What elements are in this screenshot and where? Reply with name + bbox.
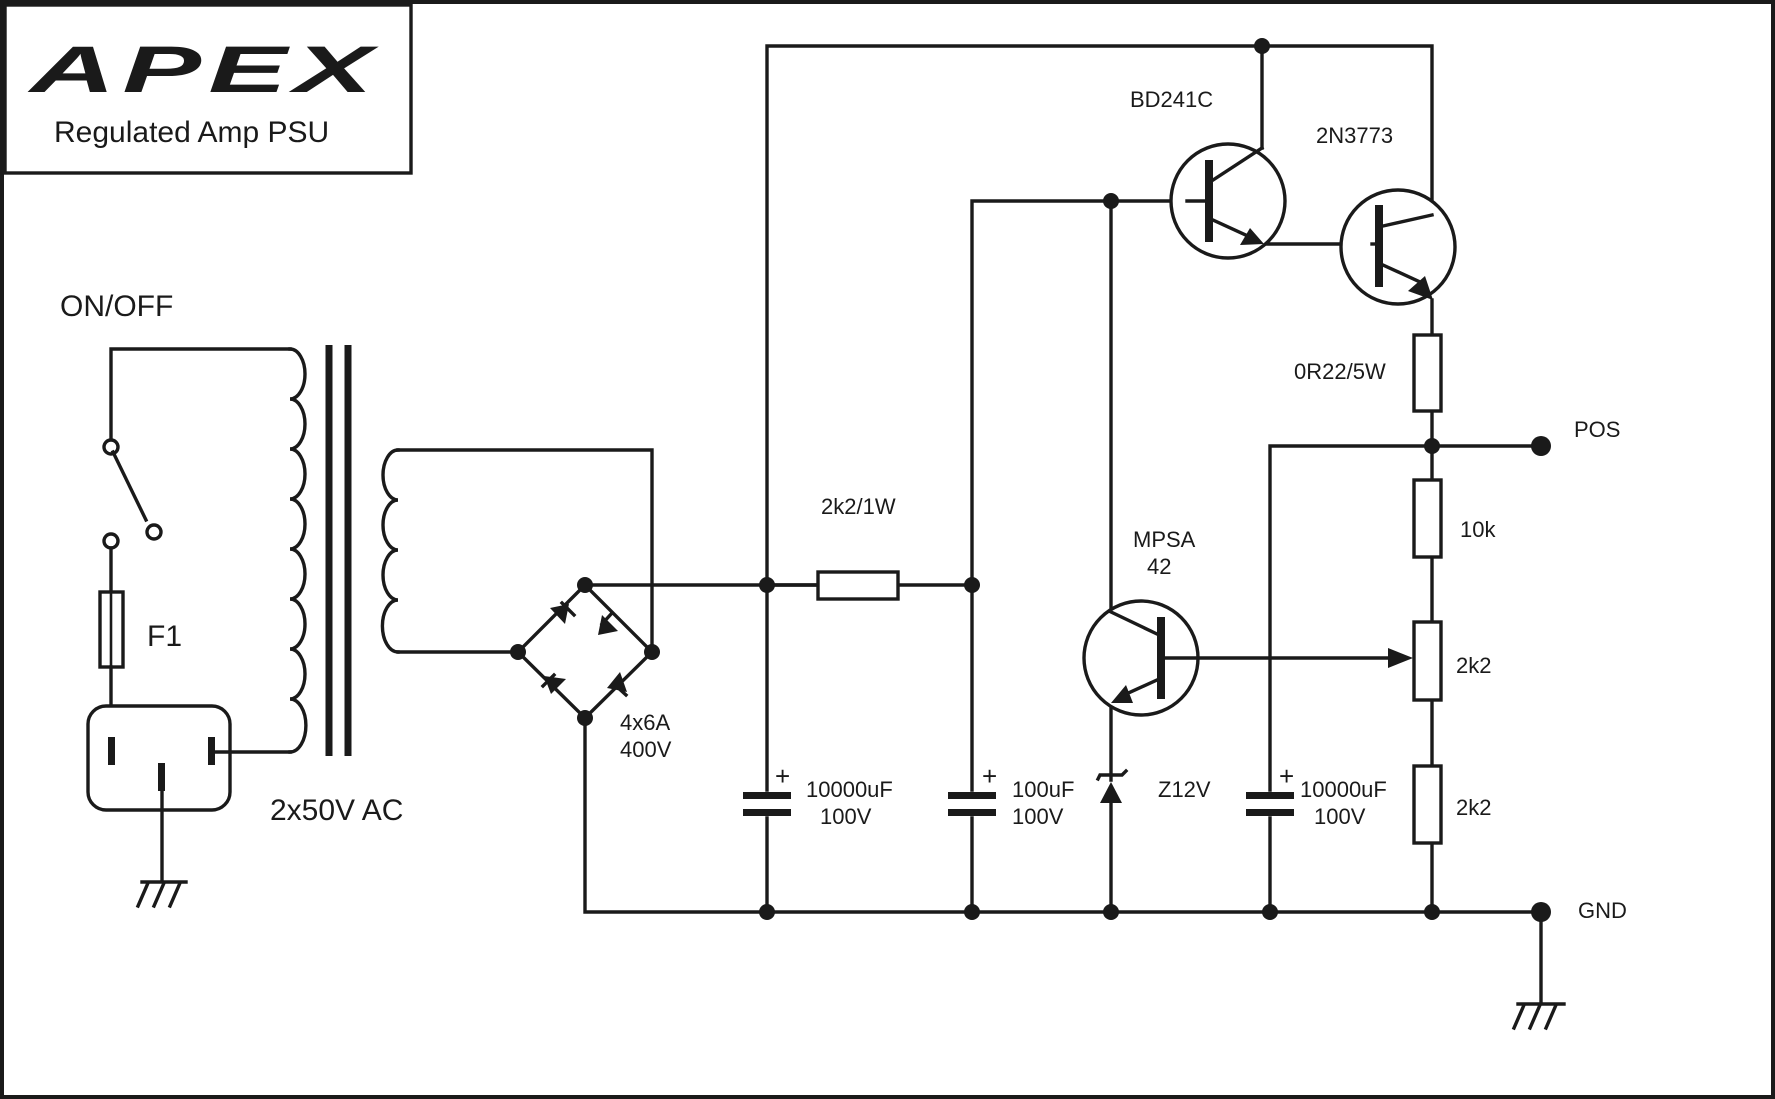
chassis-ground-icon [1511, 1002, 1566, 1031]
output-terminals: POS GND [1511, 417, 1627, 1031]
title-subtitle: Regulated Amp PSU [54, 116, 329, 149]
diode-icon [598, 610, 618, 635]
c2-label-value: 100uF [1012, 777, 1074, 802]
c1-label-voltage: 100V [820, 804, 872, 829]
pos-terminal [1531, 436, 1551, 456]
title-block-border [3, 3, 413, 175]
transistor-bd241c: BD241C [1130, 87, 1287, 260]
capacitor-plus-icon: + [775, 761, 790, 791]
emitter-resistor-label: 0R22/5W [1294, 359, 1386, 384]
resistor-2k2-bottom: 2k2 [1412, 764, 1491, 845]
power-switch [102, 438, 163, 550]
bridge-label-voltage: 400V [620, 737, 672, 762]
junction-dots [759, 38, 1440, 920]
dropper-resistor-label: 2k2/1W [821, 494, 896, 519]
resistor-2k2-1w: 2k2/1W [816, 494, 900, 601]
capacitor-plus-icon: + [982, 761, 997, 791]
diode-icon [607, 672, 629, 698]
trimmer-2k2: 2k2 [1388, 620, 1491, 702]
gnd-terminal [1531, 902, 1551, 922]
bd241c-label: BD241C [1130, 87, 1213, 112]
zener-diode: Z12V [1095, 768, 1211, 803]
c3-label-value: 10000uF [1300, 777, 1387, 802]
mpsa42-label-line2: 42 [1147, 554, 1171, 579]
r-bottom-label: 2k2 [1456, 795, 1491, 820]
c1-label-value: 10000uF [806, 777, 893, 802]
transistor-2n3773: 2N3773 [1316, 123, 1457, 306]
gnd-label: GND [1578, 898, 1627, 923]
capacitor-plus-icon: + [1279, 761, 1294, 791]
apex-logo: APEX [26, 32, 380, 106]
transformer-label: 2x50V AC [270, 794, 403, 827]
2n3773-label: 2N3773 [1316, 123, 1393, 148]
transistor-mpsa42: MPSA 42 [1082, 527, 1392, 717]
c3-label-voltage: 100V [1314, 804, 1366, 829]
resistor-0r22: 0R22/5W [1294, 333, 1443, 413]
trimmer-label: 2k2 [1456, 653, 1491, 678]
diode-icon [540, 672, 566, 694]
switch-label: ON/OFF [60, 290, 173, 323]
mains-inlet [86, 704, 292, 909]
mains-input: ON/OFF F1 [60, 290, 292, 909]
bridge-label-rating: 4x6A [620, 710, 670, 735]
c2-label-voltage: 100V [1012, 804, 1064, 829]
capacitor-c1: + 10000uF 100V [743, 761, 893, 829]
r-top-label: 10k [1460, 517, 1496, 542]
capacitor-c3: + 10000uF 100V [1246, 761, 1387, 829]
pos-label: POS [1574, 417, 1620, 442]
bridge-rectifier: 4x6A 400V [396, 448, 672, 762]
capacitor-c2: + 100uF 100V [948, 761, 1074, 829]
transformer: 2x50V AC [270, 345, 403, 827]
fuse-label: F1 [147, 620, 182, 653]
mpsa42-label-line1: MPSA [1133, 527, 1196, 552]
apex-logo-text: APEX [26, 32, 380, 106]
zener-label: Z12V [1158, 777, 1211, 802]
diode-icon [550, 600, 577, 624]
earth-ground-icon [135, 880, 188, 909]
title-block: APEX Regulated Amp PSU [3, 3, 413, 175]
resistor-10k: 10k [1412, 478, 1496, 559]
